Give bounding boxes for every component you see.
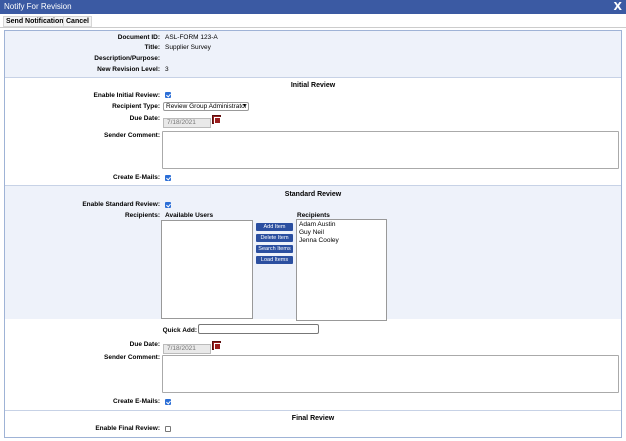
quick-add-label: Quick Add: [162,327,197,334]
available-users-list[interactable] [161,220,253,319]
initial-review-header: Initial Review [290,82,336,89]
window-title: Notify For Revision [4,2,72,11]
enable-standard-review-label: Enable Standard Review: [82,201,160,208]
initial-create-emails-checkbox[interactable] [165,175,171,181]
initial-due-date-label: Due Date: [129,115,160,122]
list-item[interactable]: Adam Austin [299,221,336,228]
load-items-button[interactable]: Load Items [256,256,293,264]
title-bar: Notify For Revision X [0,0,626,14]
standard-sender-comment-field[interactable] [162,355,619,393]
enable-standard-review-checkbox[interactable] [165,202,171,208]
document-id-value: ASL-FORM 123-A [165,34,218,41]
list-item[interactable]: Jenna Cooley [299,237,339,244]
document-info-section: Document ID: ASL-FORM 123-A Title: Suppl… [5,31,621,77]
cancel-button[interactable]: Cancel [63,16,92,27]
enable-final-review-checkbox[interactable] [165,426,171,432]
quick-add-input[interactable] [198,324,319,334]
standard-review-header: Standard Review [284,191,342,198]
standard-due-date-label: Due Date: [129,341,160,348]
standard-review-section: Standard Review Enable Standard Review: … [5,186,621,321]
send-notification-button[interactable]: Send Notification [3,16,67,27]
initial-create-emails-label: Create E-Mails: [113,174,160,181]
delete-item-button[interactable]: Delete Item [256,234,293,242]
recipient-type-label: Recipient Type: [112,103,160,110]
available-users-label: Available Users [165,212,214,219]
description-label: Description/Purpose: [94,55,160,62]
add-item-button[interactable]: Add Item [256,223,293,231]
title-value: Supplier Survey [165,44,211,51]
divider [5,410,621,411]
close-icon[interactable]: X [613,0,622,13]
recipients-list[interactable]: Adam Austin Guy Neil Jenna Cooley [296,219,387,321]
revision-level-label: New Revision Level: [97,66,160,73]
enable-initial-review-label: Enable Initial Review: [93,92,160,99]
initial-sender-comment-label: Sender Comment: [104,132,160,139]
calendar-icon[interactable] [212,115,221,124]
title-label: Title: [144,44,160,51]
enable-initial-review-checkbox[interactable] [165,92,171,98]
recipient-type-value: Review Group Administrator [166,103,247,110]
search-items-button[interactable]: Search Items [256,245,293,253]
recipient-type-select[interactable]: Review Group Administrator ▾ [163,102,249,111]
recipients-label: Recipients: [124,212,160,219]
initial-sender-comment-field[interactable] [162,131,619,169]
list-item[interactable]: Guy Neil [299,229,324,236]
standard-sender-comment-label: Sender Comment: [104,354,160,361]
chevron-down-icon: ▾ [242,103,246,109]
enable-final-review-label: Enable Final Review: [95,425,160,432]
standard-due-date-field[interactable]: 7/18/2021 [163,344,211,354]
standard-create-emails-label: Create E-Mails: [113,398,160,405]
calendar-icon[interactable] [212,341,221,350]
divider [5,185,621,186]
toolbar: Send Notification Cancel [0,14,626,28]
form-panel: Document ID: ASL-FORM 123-A Title: Suppl… [4,30,622,438]
revision-level-value: 3 [165,66,169,73]
selected-recipients-label: Recipients [297,212,330,219]
standard-create-emails-checkbox[interactable] [165,399,171,405]
divider [5,77,621,78]
initial-due-date-field[interactable]: 7/18/2021 [163,118,211,128]
document-id-label: Document ID: [117,34,160,41]
final-review-header: Final Review [291,415,335,422]
